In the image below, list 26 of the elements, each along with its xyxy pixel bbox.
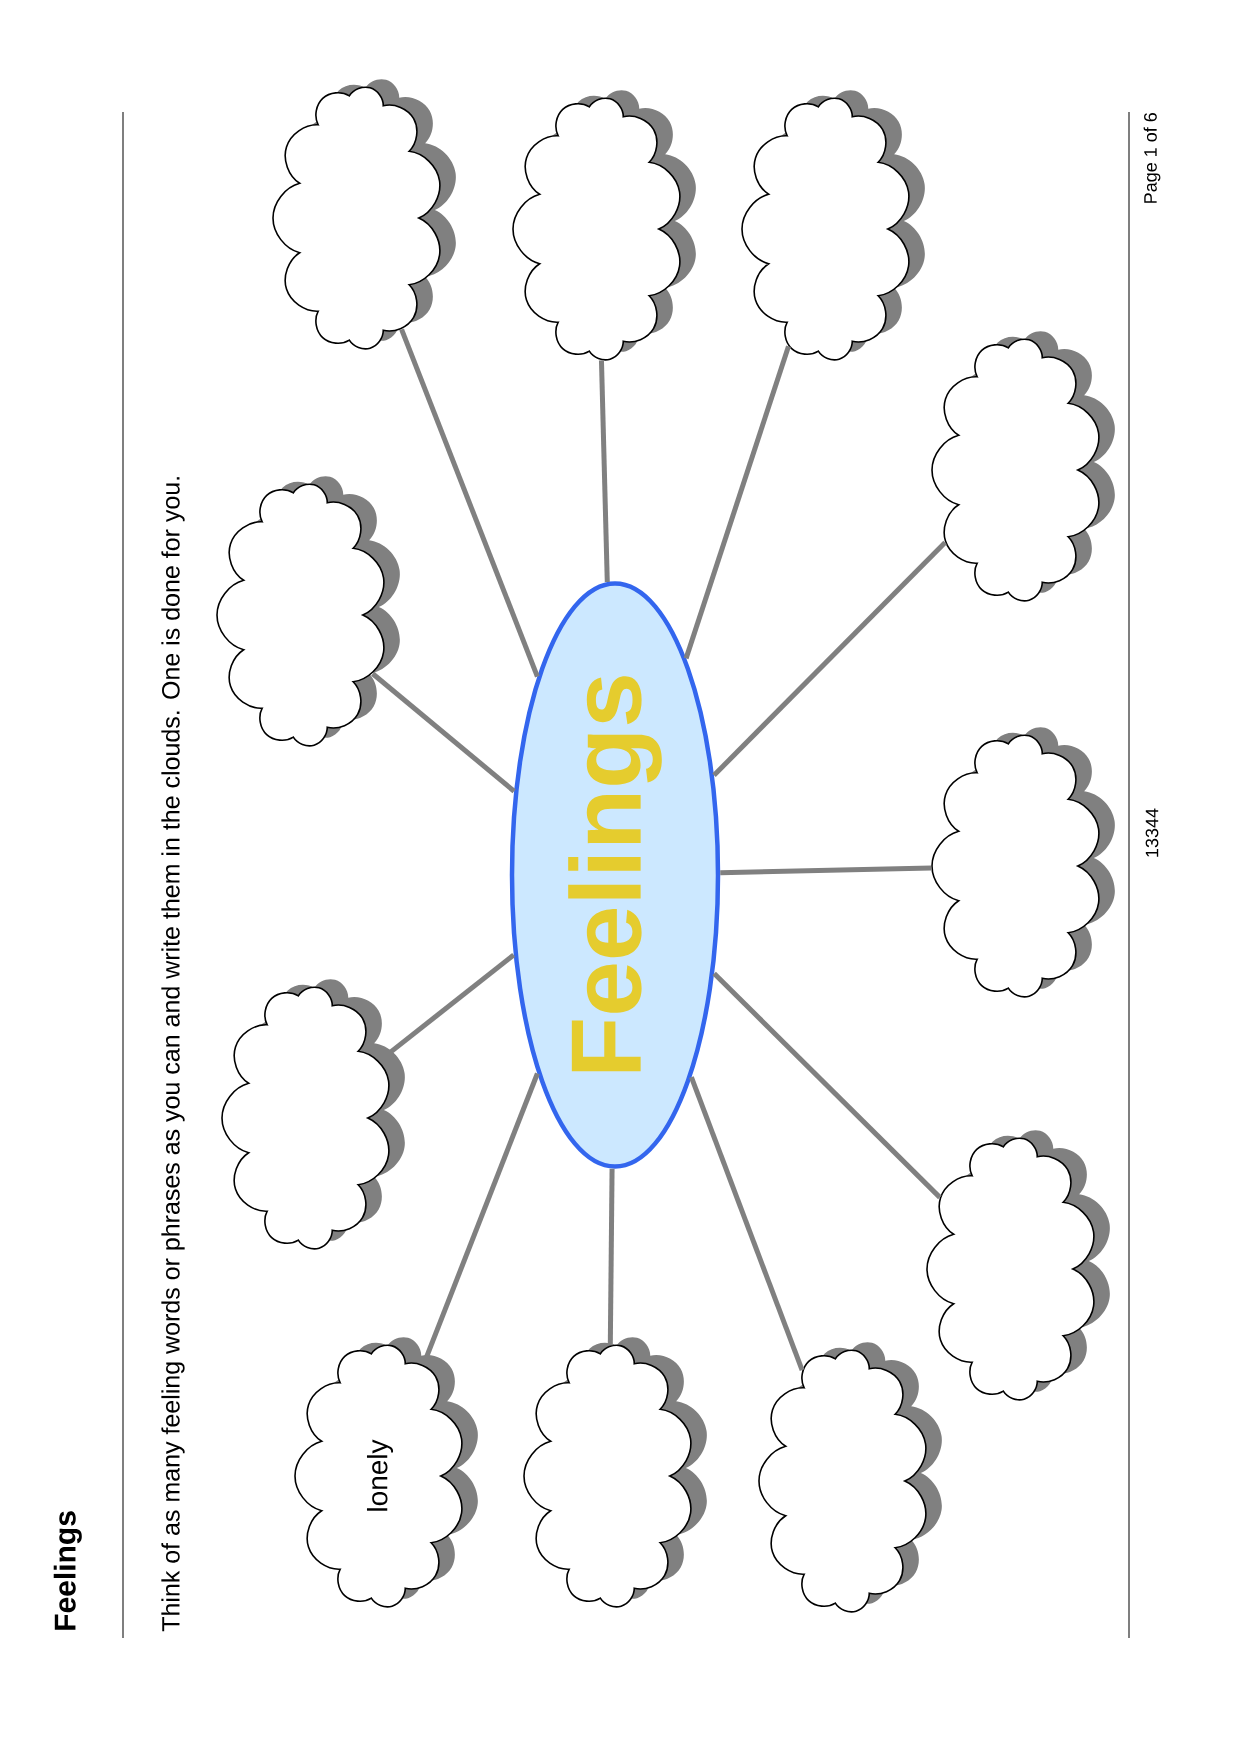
connector-line [371, 671, 516, 794]
cloud [523, 1337, 707, 1608]
connector-line [399, 328, 540, 678]
cloud: lonely [294, 1337, 478, 1608]
connector-line [607, 1168, 615, 1346]
cloud [221, 979, 405, 1250]
cloud [741, 90, 925, 361]
connector-line [683, 345, 791, 660]
connector-line [598, 360, 610, 583]
cloud [512, 90, 696, 361]
page-code: 13344 [1145, 808, 1159, 857]
cloud [931, 331, 1115, 602]
cloud [216, 476, 400, 747]
connector-line [421, 1072, 540, 1366]
page-number: Page 1 of 6 [1143, 113, 1161, 203]
title: Feelings [53, 1511, 82, 1630]
instruction: Think of as many feeling words or phrases as you can and write them in the clouds. One is done for you. [161, 477, 185, 1632]
cloud [926, 1130, 1110, 1401]
cloud [758, 1342, 942, 1613]
connector-line [689, 1076, 805, 1372]
connector-line [712, 971, 942, 1200]
connector-line [712, 540, 947, 778]
cloud [272, 79, 456, 350]
connector-line [377, 952, 516, 1063]
cloud [931, 727, 1115, 998]
connector-line [720, 865, 932, 876]
